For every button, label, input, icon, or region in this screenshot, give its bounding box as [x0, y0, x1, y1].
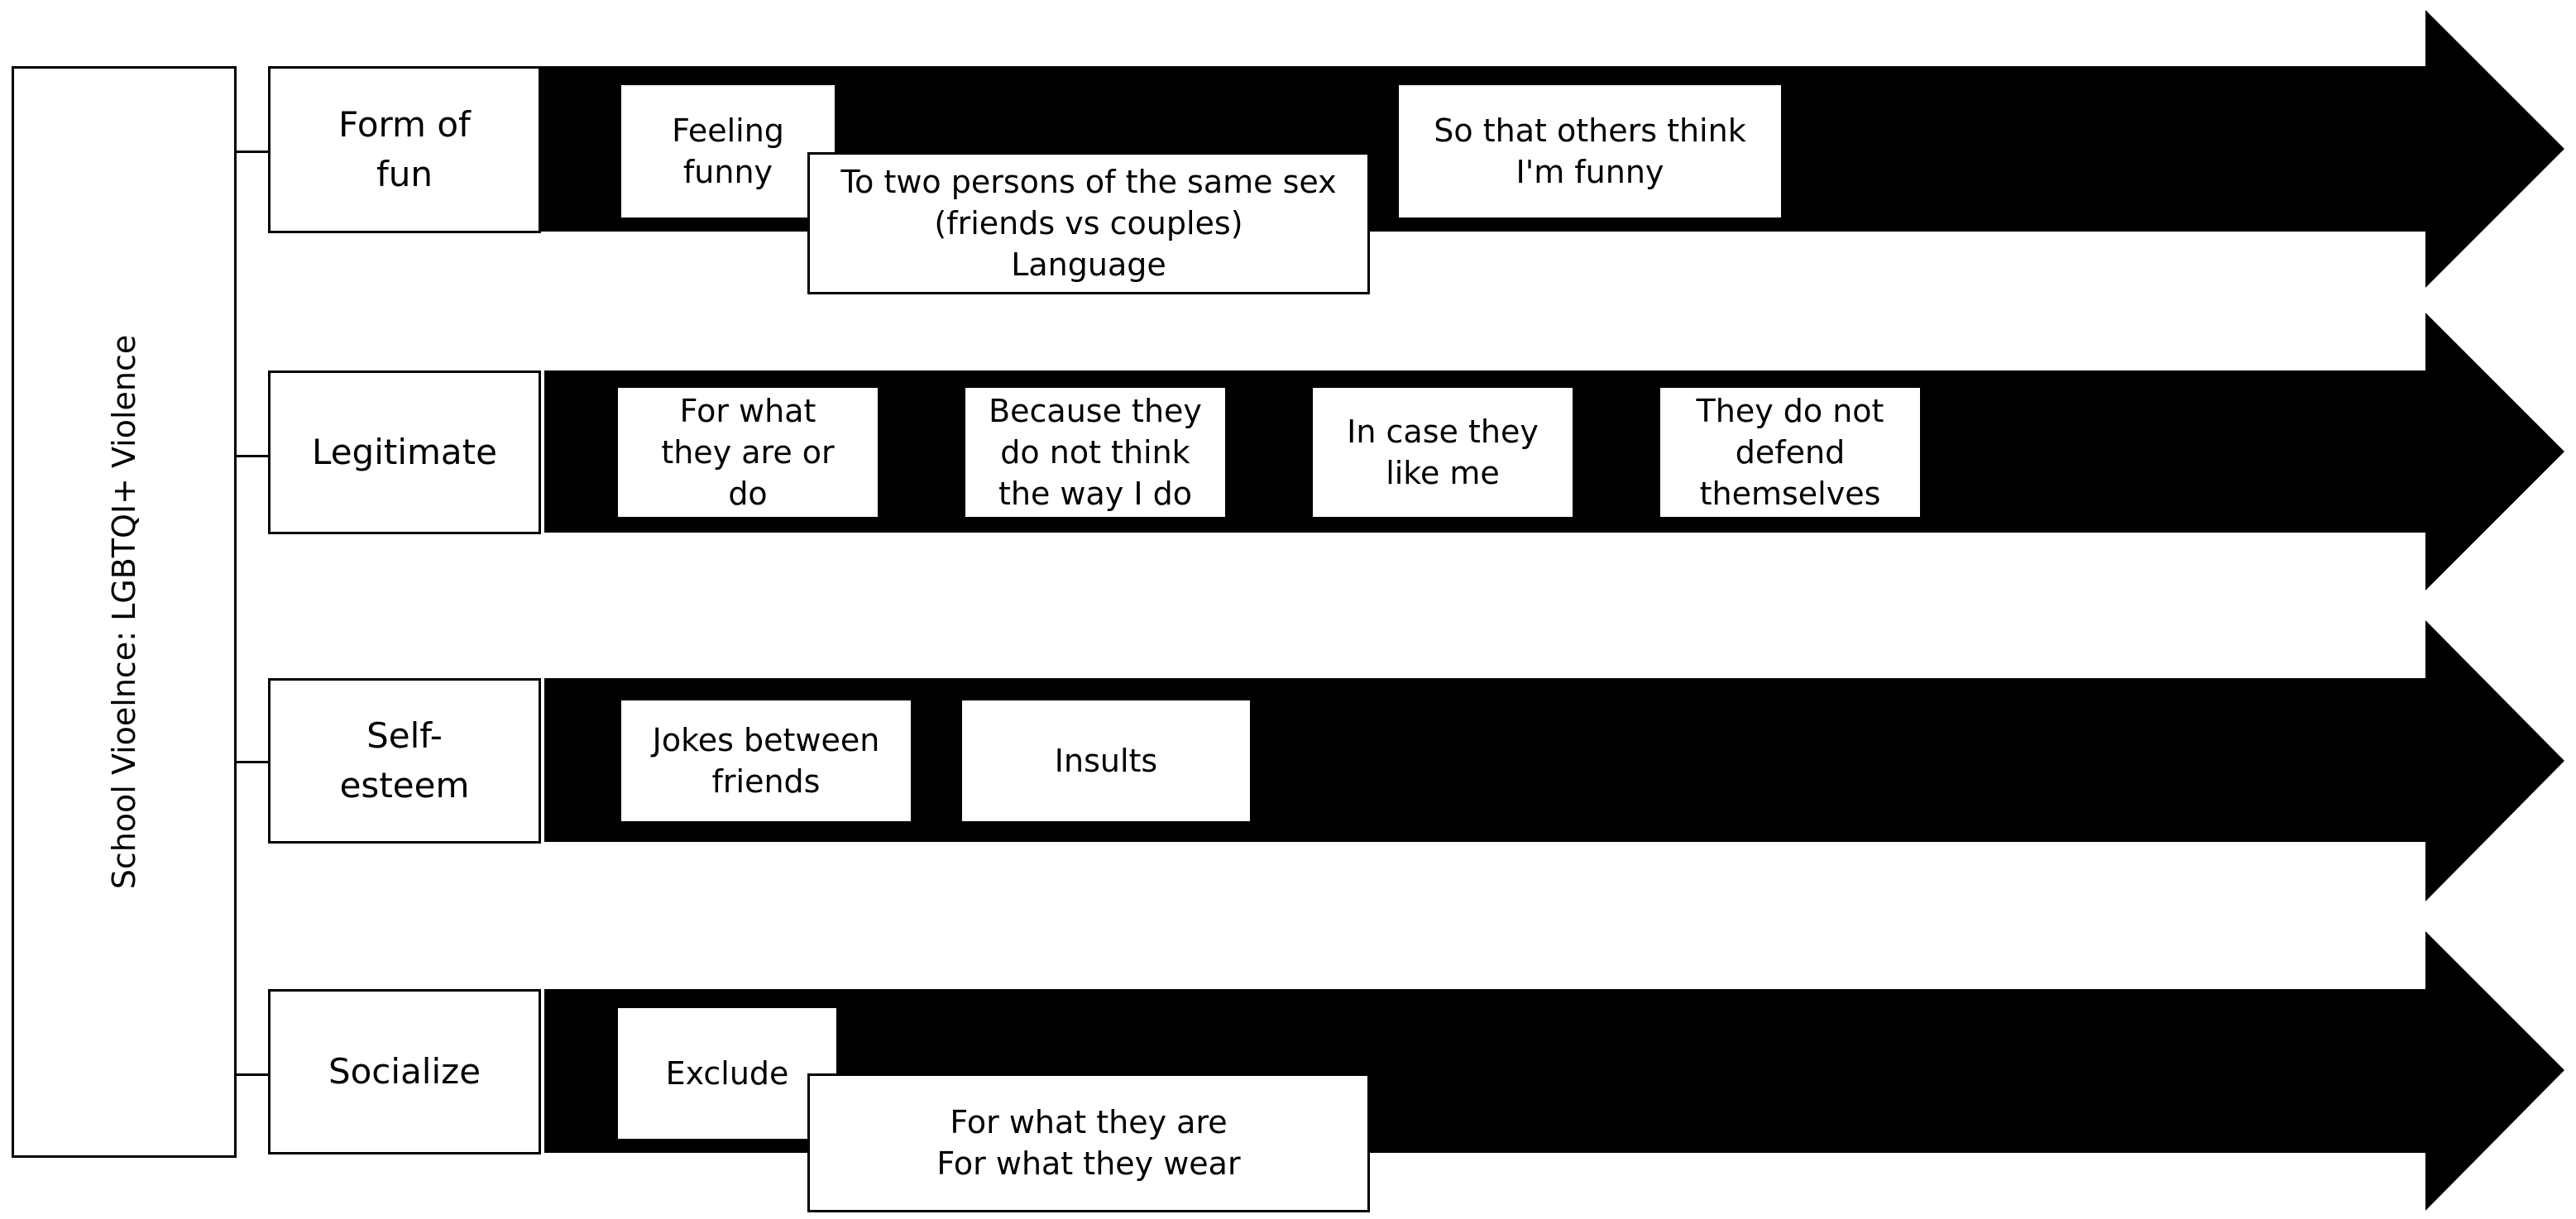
- label-text: For what they are or do: [661, 393, 835, 512]
- label-jokes-between-friends: Jokes between friends: [619, 698, 913, 824]
- label-do-not-defend: They do not defend themselves: [1658, 385, 1922, 519]
- label-text: Because they do not think the way I do: [989, 393, 1202, 512]
- label-text: So that others think I'm funny: [1434, 112, 1746, 190]
- connector-row-3: [237, 761, 268, 763]
- category-legitimate: Legitimate: [268, 370, 541, 534]
- label-text: For what they are For what they wear: [936, 1104, 1241, 1182]
- root-label: School Vioelnce: LGBTQI+ Violence: [106, 334, 142, 890]
- connector-row-1: [237, 151, 268, 153]
- label-others-think-funny: So that others think I'm funny: [1396, 83, 1784, 220]
- label-what-they-are-or-do: For what they are or do: [615, 385, 880, 519]
- label-text: They do not defend themselves: [1696, 393, 1884, 512]
- category-label: Socialize: [328, 1051, 481, 1092]
- label-insults: Insults: [960, 698, 1252, 824]
- category-socialize: Socialize: [268, 989, 541, 1154]
- label-text: Insults: [1054, 743, 1158, 779]
- label-two-persons-same-sex: To two persons of the same sex (friends …: [807, 152, 1370, 294]
- category-label: Self- esteem: [339, 715, 470, 805]
- connector-row-4: [237, 1073, 268, 1076]
- label-in-case-they-like-me: In case they like me: [1310, 385, 1575, 519]
- label-text: Exclude: [665, 1055, 789, 1092]
- category-label: Legitimate: [312, 432, 497, 472]
- root-box: School Vioelnce: LGBTQI+ Violence: [12, 66, 237, 1158]
- label-text: Feeling funny: [672, 112, 784, 190]
- category-form-of-fun: Form of fun: [268, 66, 541, 233]
- label-exclude: Exclude: [615, 1006, 839, 1141]
- category-label: Form of fun: [338, 104, 471, 194]
- label-text: Jokes between friends: [652, 722, 880, 800]
- category-self-esteem: Self- esteem: [268, 678, 541, 844]
- arrow-row-3: [544, 620, 2564, 901]
- connector-row-2: [237, 455, 268, 457]
- label-text: To two persons of the same sex (friends …: [840, 164, 1337, 283]
- label-feeling-funny: Feeling funny: [619, 83, 837, 220]
- label-do-not-think-my-way: Because they do not think the way I do: [963, 385, 1228, 519]
- label-text: In case they like me: [1347, 414, 1539, 491]
- label-what-they-are-wear: For what they are For what they wear: [807, 1073, 1370, 1212]
